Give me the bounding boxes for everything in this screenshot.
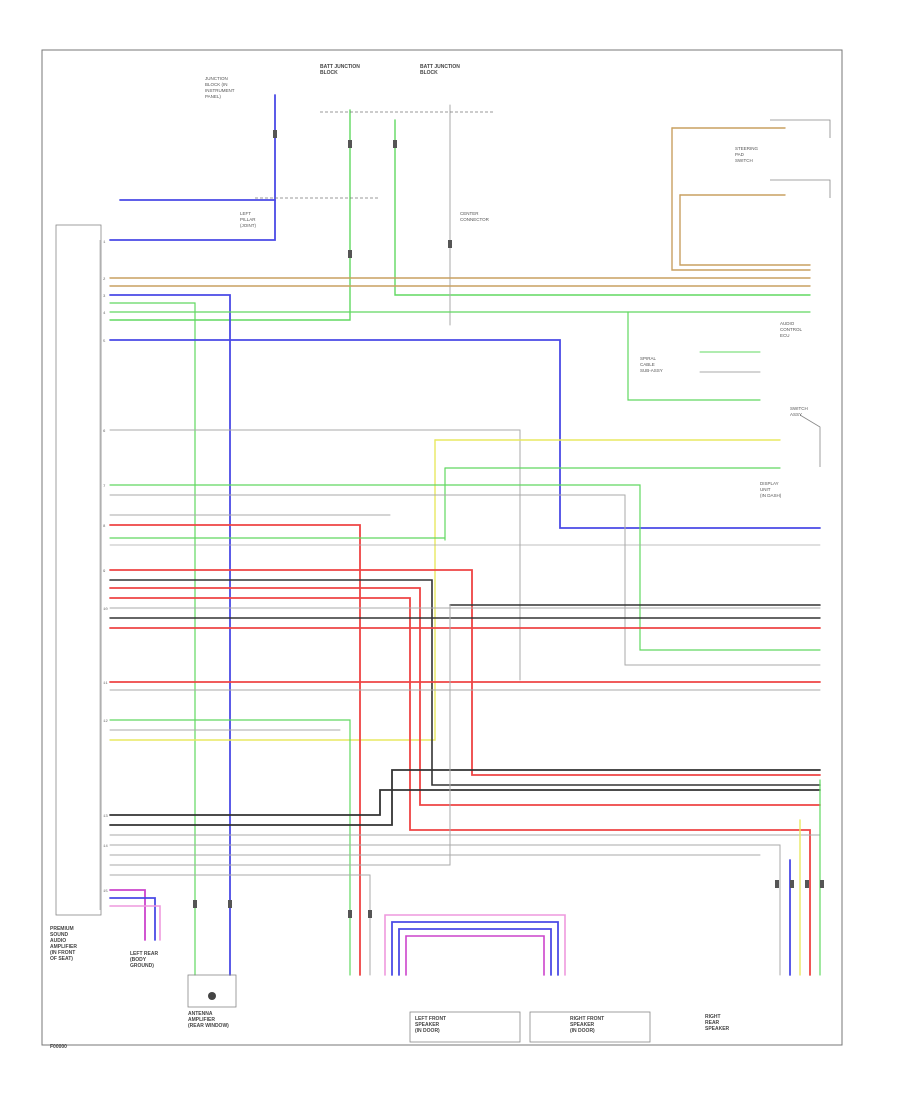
right-front-speaker-label: RIGHT FRONT SPEAKER (IN DOOR)	[570, 1016, 606, 1034]
junction-left-label: JUNCTION BLOCK (IN INSTRUMENT PANEL)	[205, 76, 236, 99]
svg-text:2: 2	[103, 278, 106, 282]
left-front-speaker-label: LEFT FRONT SPEAKER (IN DOOR)	[415, 1016, 448, 1034]
svg-text:15: 15	[103, 890, 108, 894]
svg-text:14: 14	[103, 845, 108, 849]
svg-text:11: 11	[103, 682, 108, 686]
svg-text:3: 3	[103, 295, 106, 299]
svg-text:1: 1	[103, 241, 106, 245]
svg-text:13: 13	[103, 815, 108, 819]
spiral-cable-label: SPIRAL CABLE SUB-ASSY	[640, 356, 663, 373]
right-rear-speaker-label: RIGHT REAR SPEAKER	[705, 1014, 730, 1032]
svg-text:7: 7	[103, 485, 106, 489]
svg-text:6: 6	[103, 430, 106, 434]
wire-group	[109, 94, 821, 976]
switch-assy-label: SWITCH ASSY	[790, 406, 809, 417]
steering-switch-label: STEERING PAD SWITCH	[735, 146, 759, 163]
svg-text:4: 4	[103, 312, 106, 316]
svg-text:10: 10	[103, 608, 108, 612]
footer-code: F00000	[50, 1044, 67, 1050]
svg-text:9: 9	[103, 570, 106, 574]
svg-text:8: 8	[103, 525, 106, 529]
svg-text:12: 12	[103, 720, 108, 724]
ground-label: LEFT REAR (BODY GROUND)	[130, 951, 159, 969]
junction-right-label: BATT JUNCTION BLOCK	[420, 64, 461, 76]
center-connector-label: CENTER CONNECTOR	[460, 211, 490, 222]
antenna-label: ANTENNA AMPLIFIER (REAR WINDOW)	[188, 1011, 229, 1029]
pin-markers	[193, 130, 824, 918]
component-boxes	[187, 111, 831, 1043]
audio-ecu-label: AUDIO CONTROL ECU	[780, 321, 803, 338]
amplifier-connector	[55, 224, 102, 916]
amplifier-label: PREMIUM SOUND AUDIO AMPLIFIER (IN FRONT …	[50, 926, 78, 962]
display-unit-label: DISPLAY UNIT (IN DASH)	[760, 481, 782, 498]
left-pillar-label: LEFT PILLAR (JOINT)	[240, 211, 257, 228]
diagram-border	[41, 49, 843, 1046]
junction-mid-label: BATT JUNCTION BLOCK	[320, 64, 361, 76]
svg-text:5: 5	[103, 340, 106, 344]
